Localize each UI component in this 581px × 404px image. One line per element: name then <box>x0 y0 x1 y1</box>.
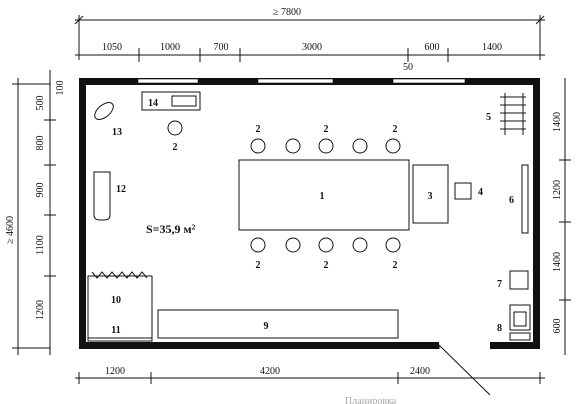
top-dim-3: 700 <box>214 42 229 53</box>
left-dim-4: 1100 <box>35 235 46 255</box>
bottom-dim-2: 4200 <box>260 366 280 377</box>
chair <box>250 237 266 253</box>
chair-label: 2 <box>256 260 261 271</box>
chairs-bottom: 2 2 2 <box>250 237 401 271</box>
chair-near-shelf: 2 <box>167 120 183 153</box>
right-dim-4: 600 <box>552 319 563 334</box>
chair <box>352 237 368 253</box>
cabinets-10-11: 10 11 <box>87 271 153 342</box>
desk-3-label: 3 <box>428 191 433 202</box>
bottom-dim-3: 2400 <box>410 366 430 377</box>
top-segment-dimensions: 1050 1000 700 3000 600 1400 50 <box>75 42 545 73</box>
overall-width-label: ≥ 7800 <box>273 7 301 18</box>
left-dim-1: 500 <box>35 96 46 111</box>
left-dim-small: 100 <box>55 81 66 96</box>
top-dim-1: 1050 <box>102 42 122 53</box>
sink-8-label: 8 <box>497 323 502 334</box>
top-dim-2: 1000 <box>160 42 180 53</box>
plant-13: 13 <box>94 102 122 138</box>
chair-label: 2 <box>256 124 261 135</box>
cabinet-7-label: 7 <box>497 279 502 290</box>
counter-9: 9 <box>157 309 399 339</box>
chair-4: 4 <box>454 182 483 200</box>
chair-label: 2 <box>393 260 398 271</box>
left-dim-5: 1200 <box>35 300 46 320</box>
chair <box>250 138 266 154</box>
area-label: S=35,9 м² <box>146 222 196 236</box>
top-dim-small: 50 <box>403 62 413 73</box>
overall-width-dimension: ≥ 7800 <box>74 7 545 60</box>
walls <box>79 78 540 349</box>
overall-height-dimension: ≥ 4600 <box>5 78 50 355</box>
left-dim-3: 900 <box>35 183 46 198</box>
right-segment-dimensions: 1400 1200 1400 600 <box>552 78 571 355</box>
chair <box>318 138 334 154</box>
caption: Планировка <box>345 396 397 404</box>
table-1: 1 <box>238 159 410 231</box>
table-1-label: 1 <box>320 191 325 202</box>
chair <box>385 237 401 253</box>
chair <box>285 138 301 154</box>
desk-3: 3 <box>412 164 449 224</box>
chair-label: 2 <box>393 124 398 135</box>
cabinet-10-label: 10 <box>111 295 121 306</box>
counter-9-label: 9 <box>264 321 269 332</box>
overall-height-label: ≥ 4600 <box>5 216 16 244</box>
top-dim-4: 3000 <box>302 42 322 53</box>
sink-8: 8 <box>497 304 531 341</box>
chairs-top: 2 2 2 <box>250 124 401 154</box>
top-dim-5: 600 <box>425 42 440 53</box>
shelf-14: 14 <box>141 91 201 111</box>
board-6-label: 6 <box>509 195 514 206</box>
plant-13-label: 13 <box>112 127 122 138</box>
left-segment-dimensions: 100 500 800 900 1100 1200 <box>35 70 66 355</box>
bath-12: 12 <box>93 171 126 221</box>
chair <box>318 237 334 253</box>
left-dim-2: 800 <box>35 136 46 151</box>
door <box>438 344 491 396</box>
rack-5-label: 5 <box>486 112 491 123</box>
top-dim-6: 1400 <box>482 42 502 53</box>
chair-label: 2 <box>324 124 329 135</box>
chair-4-label: 4 <box>478 187 483 198</box>
bath-12-label: 12 <box>116 184 126 195</box>
chair <box>385 138 401 154</box>
chair-label: 2 <box>173 142 178 153</box>
cabinet-7: 7 <box>497 270 529 290</box>
chair <box>285 237 301 253</box>
chair <box>352 138 368 154</box>
board-6: 6 <box>509 164 529 234</box>
bottom-dimensions: 1200 4200 2400 <box>75 366 545 384</box>
right-dim-2: 1200 <box>552 180 563 200</box>
bottom-dim-1: 1200 <box>105 366 125 377</box>
shelf-14-label: 14 <box>148 98 158 109</box>
cabinet-11-label: 11 <box>111 325 120 336</box>
rack-5: 5 <box>486 93 526 135</box>
right-dim-1: 1400 <box>552 112 563 132</box>
right-dim-3: 1400 <box>552 252 563 272</box>
chair-label: 2 <box>324 260 329 271</box>
